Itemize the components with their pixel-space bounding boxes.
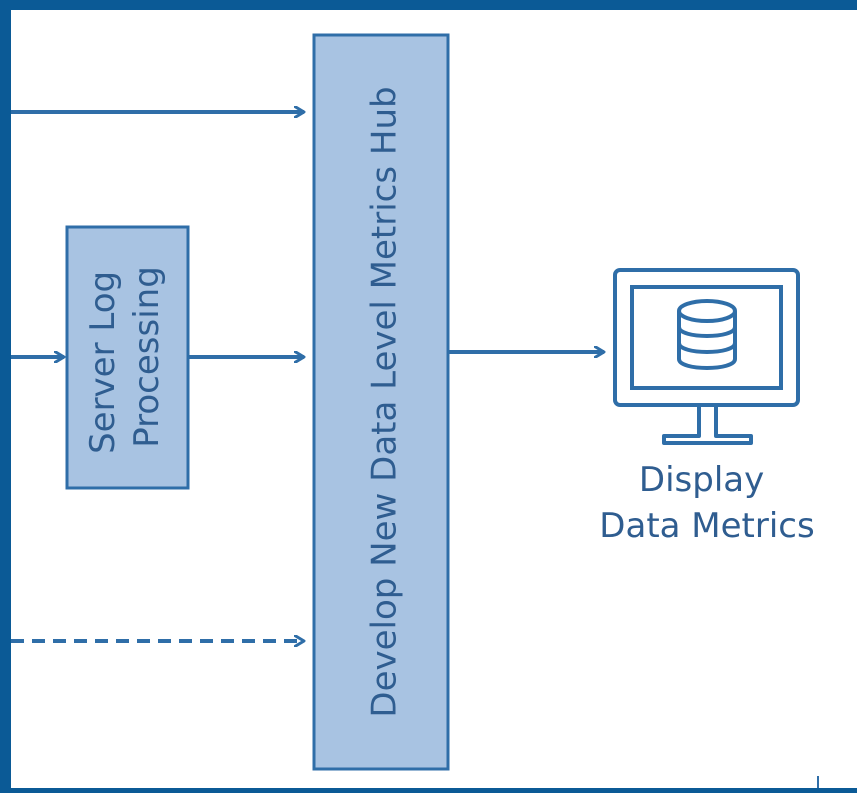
server-log-label-line-1: Server Log — [83, 271, 123, 454]
display-label-line-2: Data Metrics — [599, 506, 814, 546]
display-node-label: Display Data Metrics — [599, 460, 814, 546]
monitor-database-icon — [613, 268, 800, 445]
server-log-processing-label: Server Log Processing — [83, 260, 167, 454]
server-log-processing-box — [65, 225, 190, 490]
metrics-hub-label: Develop New Data Level Metrics Hub — [365, 86, 405, 717]
database-icon — [677, 299, 737, 370]
server-log-label-line-2: Processing — [127, 266, 167, 448]
display-label-line-1: Display — [639, 460, 764, 500]
monitor-stand — [662, 405, 753, 445]
metrics-hub-box — [312, 33, 450, 771]
